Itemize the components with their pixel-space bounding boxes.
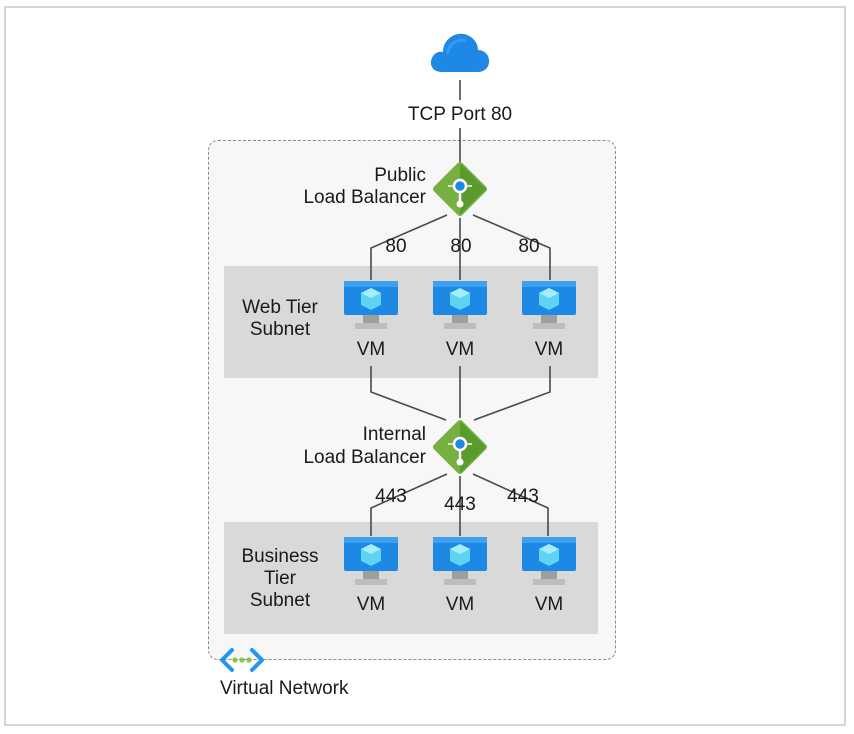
web-vm-3-icon bbox=[522, 281, 576, 329]
internet-cloud-icon bbox=[430, 33, 490, 72]
business-vm-3-label: VM bbox=[534, 594, 564, 615]
web-vm-1-icon bbox=[344, 281, 398, 329]
business-subnet-label-line2: Tier bbox=[263, 568, 297, 589]
web-vm-3-label: VM bbox=[534, 339, 564, 360]
business-vm-1-label: VM bbox=[356, 594, 386, 615]
public-lb-port-label-2: 80 bbox=[450, 236, 472, 257]
internal-lb-port-label-1: 443 bbox=[375, 486, 407, 507]
public-lb-to-web-vm1-line bbox=[370, 214, 448, 280]
public-lb-label-line1: Public bbox=[374, 165, 426, 186]
web-subnet-label-line2: Subnet bbox=[249, 319, 311, 340]
internal-lb-label-line2: Load Balancer bbox=[303, 447, 426, 468]
business-subnet-label-line3: Subnet bbox=[249, 590, 311, 611]
virtual-network-label: Virtual Network bbox=[220, 678, 349, 699]
internet-port-label: TCP Port 80 bbox=[407, 104, 513, 125]
public-lb-port-label-3: 80 bbox=[518, 236, 540, 257]
web-vm3-to-internal-lb-line bbox=[473, 366, 551, 421]
business-subnet-label-line1: Business bbox=[241, 546, 319, 567]
public-lb-to-web-vm3-line bbox=[472, 214, 551, 280]
internal-lb-to-biz-vm3-line bbox=[472, 473, 549, 536]
web-vm-2-icon bbox=[433, 281, 487, 329]
business-vm-2-label: VM bbox=[445, 594, 475, 615]
internal-lb-port-label-2: 443 bbox=[444, 494, 476, 515]
web-vm-1-label: VM bbox=[356, 339, 386, 360]
web-vm1-to-internal-lb-line bbox=[370, 366, 447, 421]
business-vm-2-icon bbox=[433, 537, 487, 585]
internal-load-balancer-icon bbox=[432, 419, 488, 475]
internal-lb-label-line1: Internal bbox=[362, 424, 426, 445]
public-lb-port-label-1: 80 bbox=[385, 236, 407, 257]
internal-lb-port-label-3: 443 bbox=[507, 486, 539, 507]
web-vm-2-label: VM bbox=[445, 339, 475, 360]
web-subnet-label-line1: Web Tier bbox=[242, 297, 318, 318]
business-vm-1-icon bbox=[344, 537, 398, 585]
internal-lb-to-biz-vm1-line bbox=[370, 473, 448, 536]
business-vm-3-icon bbox=[522, 537, 576, 585]
virtual-network-icon bbox=[220, 648, 264, 672]
public-load-balancer-icon bbox=[432, 161, 488, 217]
public-lb-label-line2: Load Balancer bbox=[303, 187, 426, 208]
